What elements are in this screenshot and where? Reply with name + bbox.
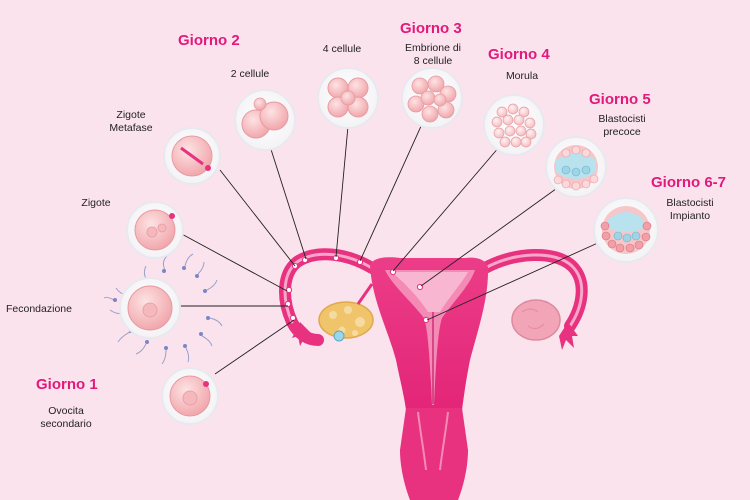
day-4-title: Giorno 4 [488,46,550,63]
early-blastocyst-line1: Blastocisti [598,113,646,125]
uterus-illustration [279,248,588,500]
day-3-title: Giorno 3 [400,20,462,37]
implant-blastocyst-circle [593,197,659,263]
zygote-metaphase-label: Zigote Metafase [96,109,166,135]
day-2-title: Giorno 2 [178,32,240,49]
leader-lines [177,123,601,375]
eight-cells-circle [401,67,463,129]
eight-cells-label: Embrione di 8 cellule [393,42,473,68]
zygote-label: Zigote [81,197,111,209]
early-blastocyst-label: Blastocisti precoce [586,113,658,139]
fertilization-circle [103,253,223,365]
two-cells-label: 2 cellule [230,68,270,80]
fertilization-label: Fecondazione [6,303,72,315]
oocyte-circle [161,367,219,425]
right-fimbriae [559,322,578,350]
left-ovary [318,301,374,339]
zygote-metaphase-circle [163,127,221,185]
morula-circle [483,94,545,156]
morula-label: Morula [505,70,539,82]
uterine-cavity [385,270,475,405]
oocyte-label: Ovocita secondario [26,405,106,431]
early-blastocyst-line2: precoce [603,126,641,138]
right-ovary [511,299,561,341]
oocyte-label-line2: secondario [40,418,92,430]
day-6-7-title: Giorno 6-7 [651,174,727,191]
left-ovary-follicles [329,306,365,342]
zygote-metaphase-line1: Zigote [116,109,146,121]
zygote-circle [126,201,184,259]
eight-cells-line2: 8 cellule [413,55,453,67]
oocyte-label-line1: Ovocita [48,405,84,417]
day-1-title: Giorno 1 [36,376,98,393]
cervix [400,408,468,500]
zygote-metaphase-line2: Metafase [109,122,153,134]
two-cells-circle [234,89,296,151]
left-fimbriae [292,322,311,346]
implant-blastocyst-label: Blastocisti Impianto [652,197,728,223]
implant-blastocyst-line2: Impianto [669,210,711,222]
implant-blastocyst-line1: Blastocisti [666,197,714,209]
eight-cells-line1: Embrione di [404,42,462,54]
day-5-title: Giorno 5 [589,91,651,108]
four-cells-circle [317,67,379,129]
early-blastocyst-circle [545,136,607,198]
four-cells-label: 4 cellule [322,43,362,55]
